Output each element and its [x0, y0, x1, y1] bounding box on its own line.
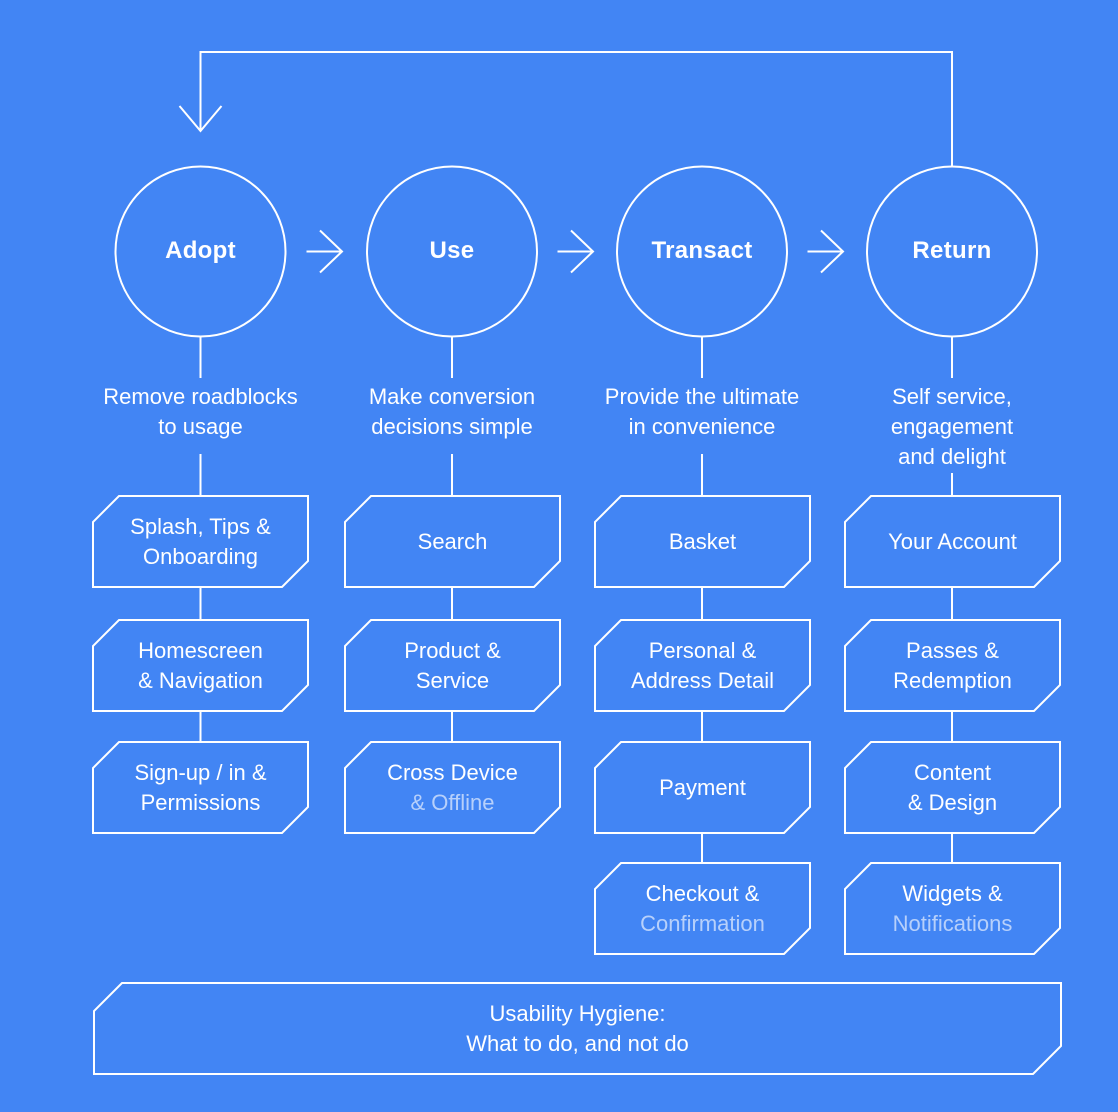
usability-hygiene-bar: Usability Hygiene: What to do, and not d…: [94, 983, 1061, 1074]
step-box-payment: [595, 742, 810, 833]
step-line: Product &: [404, 637, 501, 663]
stage-label-transact: Transact: [617, 166, 787, 336]
stage-label: Adopt: [165, 237, 236, 264]
step-product-service: Product & Service: [345, 620, 560, 711]
step-line: Splash, Tips &: [130, 513, 271, 539]
step-line: Sign-up / in &: [134, 759, 267, 785]
step-line: Redemption: [893, 667, 1012, 693]
step-box-product-service: [345, 620, 560, 711]
stage-description-return: Self service, engagement and delight: [822, 382, 1082, 472]
description-line: Provide the ultimate: [604, 384, 800, 409]
description-line: Self service,: [892, 384, 1012, 409]
step-passes-redemption: Passes & Redemption: [845, 620, 1060, 711]
step-line: Homescreen: [138, 637, 263, 663]
step-line: Onboarding: [143, 543, 258, 569]
step-box-your-account: [845, 496, 1060, 587]
step-line: Address Detail: [630, 667, 775, 693]
description-line: decisions simple: [371, 414, 533, 439]
step-box-homescreen-navigation: [93, 620, 308, 711]
step-line: Passes &: [906, 637, 999, 663]
footer-line: What to do, and not do: [466, 1030, 689, 1056]
step-widgets-notifications: Widgets & Notifications: [845, 863, 1060, 954]
step-homescreen-navigation: Homescreen & Navigation: [93, 620, 308, 711]
step-line: Personal &: [648, 637, 757, 663]
step-line: Cross Device: [387, 759, 518, 785]
step-line: & Design: [907, 789, 998, 815]
step-line: Payment: [659, 774, 746, 800]
step-box-widgets-notifications: [845, 863, 1060, 954]
step-basket: Basket: [595, 496, 810, 587]
loop-line: [201, 52, 953, 167]
step-checkout-confirmation: Checkout & Confirmation: [595, 863, 810, 954]
step-box-basket: [595, 496, 810, 587]
step-splash-tips-onboarding: Splash, Tips & Onboarding: [93, 496, 308, 587]
step-line: & Offline: [410, 789, 495, 815]
step-line: & Navigation: [138, 667, 263, 693]
arrow-right-icon: [808, 231, 844, 273]
step-line: Search: [417, 528, 488, 554]
step-line: Your Account: [888, 528, 1017, 554]
stage-label-use: Use: [367, 166, 537, 336]
step-signup-permissions: Sign-up / in & Permissions: [93, 742, 308, 833]
arrow-down-icon: [180, 106, 222, 131]
step-line: Service: [415, 667, 490, 693]
arrow-right-icon: [307, 231, 343, 273]
step-cross-device-offline: Cross Device & Offline: [345, 742, 560, 833]
footer-line: Usability Hygiene:: [489, 1000, 666, 1026]
step-box-outlines: [93, 496, 1060, 954]
step-box-passes-redemption: [845, 620, 1060, 711]
step-box-checkout-confirmation: [595, 863, 810, 954]
step-box-signup-permissions: [93, 742, 308, 833]
stage-label-return: Return: [867, 166, 1037, 336]
step-line: Widgets &: [902, 880, 1003, 906]
step-content-design: Content & Design: [845, 742, 1060, 833]
description-line: and delight: [898, 444, 1006, 469]
stage-description-transact: Provide the ultimate in convenience: [572, 382, 832, 442]
stage-label: Transact: [651, 237, 753, 264]
description-line: in convenience: [628, 414, 776, 439]
step-box-content-design: [845, 742, 1060, 833]
description-line: to usage: [158, 414, 243, 439]
step-line: Confirmation: [640, 910, 765, 936]
step-line: Permissions: [140, 789, 261, 815]
description-line: engagement: [890, 414, 1014, 439]
step-payment: Payment: [595, 742, 810, 833]
stage-label: Use: [429, 237, 475, 264]
stage-label: Return: [912, 237, 992, 264]
step-box-personal-address-detail: [595, 620, 810, 711]
step-search: Search: [345, 496, 560, 587]
step-your-account: Your Account: [845, 496, 1060, 587]
stage-description-adopt: Remove roadblocks to usage: [71, 382, 331, 442]
step-box-cross-device-offline: [345, 742, 560, 833]
arrow-right-icon: [558, 231, 594, 273]
connector-lines: [201, 337, 953, 865]
step-line: Notifications: [892, 910, 1013, 936]
step-line: Checkout &: [645, 880, 760, 906]
step-box-splash-tips-onboarding: [93, 496, 308, 587]
description-line: Remove roadblocks: [103, 384, 298, 409]
stage-label-adopt: Adopt: [116, 166, 286, 336]
footer-bar-outline: [94, 983, 1061, 1074]
step-personal-address-detail: Personal & Address Detail: [595, 620, 810, 711]
stage-description-use: Make conversion decisions simple: [322, 382, 582, 442]
step-line: Basket: [668, 528, 737, 554]
step-line: Content: [913, 759, 992, 785]
step-box-search: [345, 496, 560, 587]
description-line: Make conversion: [368, 384, 536, 409]
